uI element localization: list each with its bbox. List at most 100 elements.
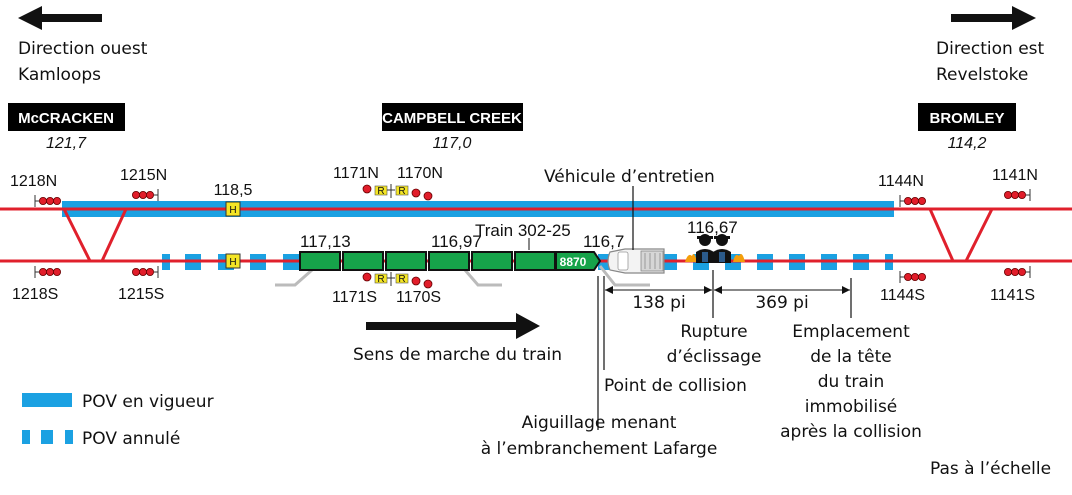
siding-lafarge [598, 265, 650, 287]
signal-1170S-label: 1170S [396, 289, 441, 306]
signal-1215N-label: 1215N [120, 167, 167, 184]
r-signal-north: R R [362, 184, 433, 201]
signal-light [1004, 190, 1013, 199]
milepost-train-rear: 117,13 [300, 232, 351, 251]
legend-cancelled-swatch [22, 430, 73, 444]
scale-note: Pas à l’échelle [930, 459, 1051, 479]
legend-active-swatch [22, 393, 72, 407]
signal-light [46, 267, 55, 276]
aiguillage-label-1: Aiguillage menant [522, 413, 677, 433]
station-name: BROMLEY [930, 110, 1005, 127]
signal-light [1011, 267, 1020, 276]
east-arrow-icon [951, 6, 1036, 30]
signals [34, 189, 1031, 283]
signal-light [911, 272, 920, 281]
signal-light [918, 196, 927, 205]
aiguillage-label-2: à l’embranchement Lafarge [481, 439, 718, 459]
signal-1218S [34, 266, 62, 278]
signal-1171N-label: 1171N [333, 165, 379, 182]
east-city-label: Revelstoke [936, 65, 1028, 85]
station-mile: 114,2 [948, 135, 987, 152]
milepost-hotbox: 118,5 [214, 182, 253, 199]
crossover-west [62, 208, 128, 262]
signal-light [53, 196, 62, 205]
train-car [514, 251, 556, 271]
workers-icon [685, 234, 745, 263]
rupture-label-1: Rupture [680, 322, 747, 342]
signal-light [145, 190, 154, 199]
signal-light [918, 272, 927, 281]
svg-text:H: H [229, 257, 236, 268]
signal-light [53, 267, 62, 276]
milepost-switch: 116,7 [583, 232, 624, 251]
signal-light [1011, 190, 1020, 199]
signal-1141S-label: 1141S [990, 287, 1035, 304]
train-car [428, 251, 470, 271]
signal-light [904, 272, 913, 281]
travel-direction-label: Sens de marche du train [353, 345, 562, 365]
locomotive-8870: 8870 [555, 251, 602, 271]
locomotive-number: 8870 [560, 255, 587, 269]
signal-light [39, 267, 48, 276]
east-direction-label: Direction est [936, 39, 1045, 59]
signal-1171S-label: 1171S [332, 289, 377, 306]
signal-light [1018, 190, 1027, 199]
legend-cancelled-label: POV annulé [82, 429, 180, 449]
signal-1215N [131, 189, 159, 201]
signal-1141S [1004, 266, 1031, 278]
vehicle-label: Véhicule d’entretien [544, 167, 715, 187]
distance-369: 369 pi [755, 293, 808, 313]
signal-1144S [899, 271, 927, 283]
signal-1218S-label: 1218S [12, 286, 58, 303]
signal-1218N [34, 195, 62, 207]
station-mile: 121,7 [46, 135, 87, 152]
siding-mid [463, 269, 502, 287]
train-car [342, 251, 384, 271]
train-302-25 [299, 251, 556, 271]
svg-text:H: H [229, 205, 236, 216]
distance-138: 138 pi [632, 293, 685, 313]
svg-text:R: R [377, 274, 384, 285]
signal-1144N-label: 1144N [878, 173, 924, 190]
signal-1141N [1004, 189, 1031, 201]
station-mile: 117,0 [433, 135, 472, 152]
west-direction-label: Direction ouest [18, 39, 148, 59]
train-car [471, 251, 513, 271]
signal-light [911, 196, 920, 205]
signal-light [138, 190, 147, 199]
crossover-east [928, 208, 994, 262]
west-city-label: Kamloops [18, 65, 101, 85]
train-car [385, 251, 427, 271]
hotbox-detector-north: H [225, 201, 241, 217]
emplacement-label-5: après la collision [780, 422, 922, 442]
signal-light [46, 196, 55, 205]
legend-active-label: POV en vigueur [82, 392, 214, 412]
west-arrow-icon [18, 6, 102, 30]
signal-1170N-label: 1170N [397, 165, 443, 182]
signal-light [1018, 267, 1027, 276]
train-label: Train 302-25 [475, 221, 571, 240]
milepost-mid: 116,97 [431, 232, 482, 251]
signal-light [1004, 267, 1013, 276]
station-name: McCRACKEN [18, 110, 114, 127]
r-signal-south: R R [362, 272, 433, 289]
station-name: CAMPBELL CREEK [382, 110, 522, 127]
station-campbell-creek: CAMPBELL CREEK 117,0 [382, 103, 523, 152]
station-mccracken: McCRACKEN 121,7 [8, 103, 125, 152]
travel-direction-arrow-icon [366, 313, 540, 339]
signal-1215S [131, 266, 159, 278]
emplacement-label-4: immobilisé [805, 397, 898, 417]
svg-text:R: R [398, 186, 405, 197]
svg-text:R: R [377, 186, 384, 197]
emplacement-label-3: du train [818, 372, 885, 392]
signal-1144N [899, 195, 927, 207]
siding-west [275, 268, 313, 287]
signal-light [39, 196, 48, 205]
milepost-joint: 116,67 [687, 218, 738, 237]
signal-1215S-label: 1215S [118, 286, 164, 303]
signal-light [131, 267, 140, 276]
hotbox-detector-south: H [225, 253, 241, 269]
collision-label: Point de collision [604, 376, 747, 396]
rupture-label-2: d’éclissage [667, 347, 762, 367]
